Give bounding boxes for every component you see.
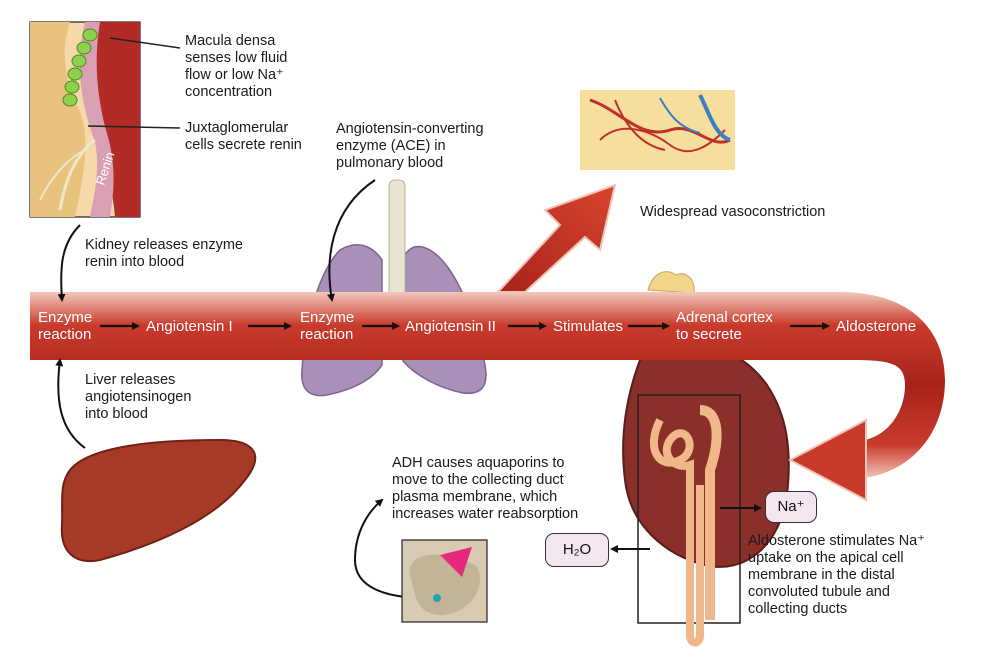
kidney xyxy=(622,344,790,568)
macula-densa-label: Macula densa senses low fluid flow or lo… xyxy=(185,33,288,100)
na-pill: Na⁺ xyxy=(765,491,817,523)
pituitary-inset xyxy=(401,539,488,623)
juxtaglomerular-label: Juxtaglomerular cells secrete renin xyxy=(185,120,302,153)
liver-releases-label: Liver releases angiotensinogen into bloo… xyxy=(85,372,192,422)
flow-adrenal-cortex: Adrenal cortex to secrete xyxy=(676,309,773,343)
vasoconstriction-label: Widespread vasoconstriction xyxy=(640,204,826,220)
vasoconstriction-arrow xyxy=(495,183,617,293)
ace-label: Angiotensin-converting enzyme (ACE) in p… xyxy=(336,121,484,171)
liver xyxy=(60,438,257,563)
adrenal-gland xyxy=(647,271,695,294)
macula-densa-cells xyxy=(62,28,98,107)
flow-stimulates: Stimulates xyxy=(553,318,624,335)
h2o-pill: H₂O xyxy=(545,533,609,567)
flow-enzyme-reaction-2: Enzyme reaction xyxy=(300,309,355,343)
juxtaglomerular-inset: Renin xyxy=(29,21,141,218)
capillary-network xyxy=(580,90,735,170)
vessel-return-arrow xyxy=(787,418,867,502)
aldosterone-effect-label: Aldosterone stimulates Na⁺ uptake on the… xyxy=(748,533,925,617)
flow-angiotensin-2: Angiotensin II xyxy=(405,318,496,335)
flow-enzyme-reaction-1: Enzyme reaction xyxy=(38,309,93,343)
adh-label: ADH causes aquaporins to move to the col… xyxy=(392,455,579,522)
flow-aldosterone: Aldosterone xyxy=(836,318,917,335)
kidney-releases-label: Kidney releases enzyme renin into blood xyxy=(85,237,243,270)
connector-arrows xyxy=(55,179,762,600)
flow-angiotensin-1: Angiotensin I xyxy=(146,318,233,335)
blood-vessel xyxy=(30,292,945,478)
